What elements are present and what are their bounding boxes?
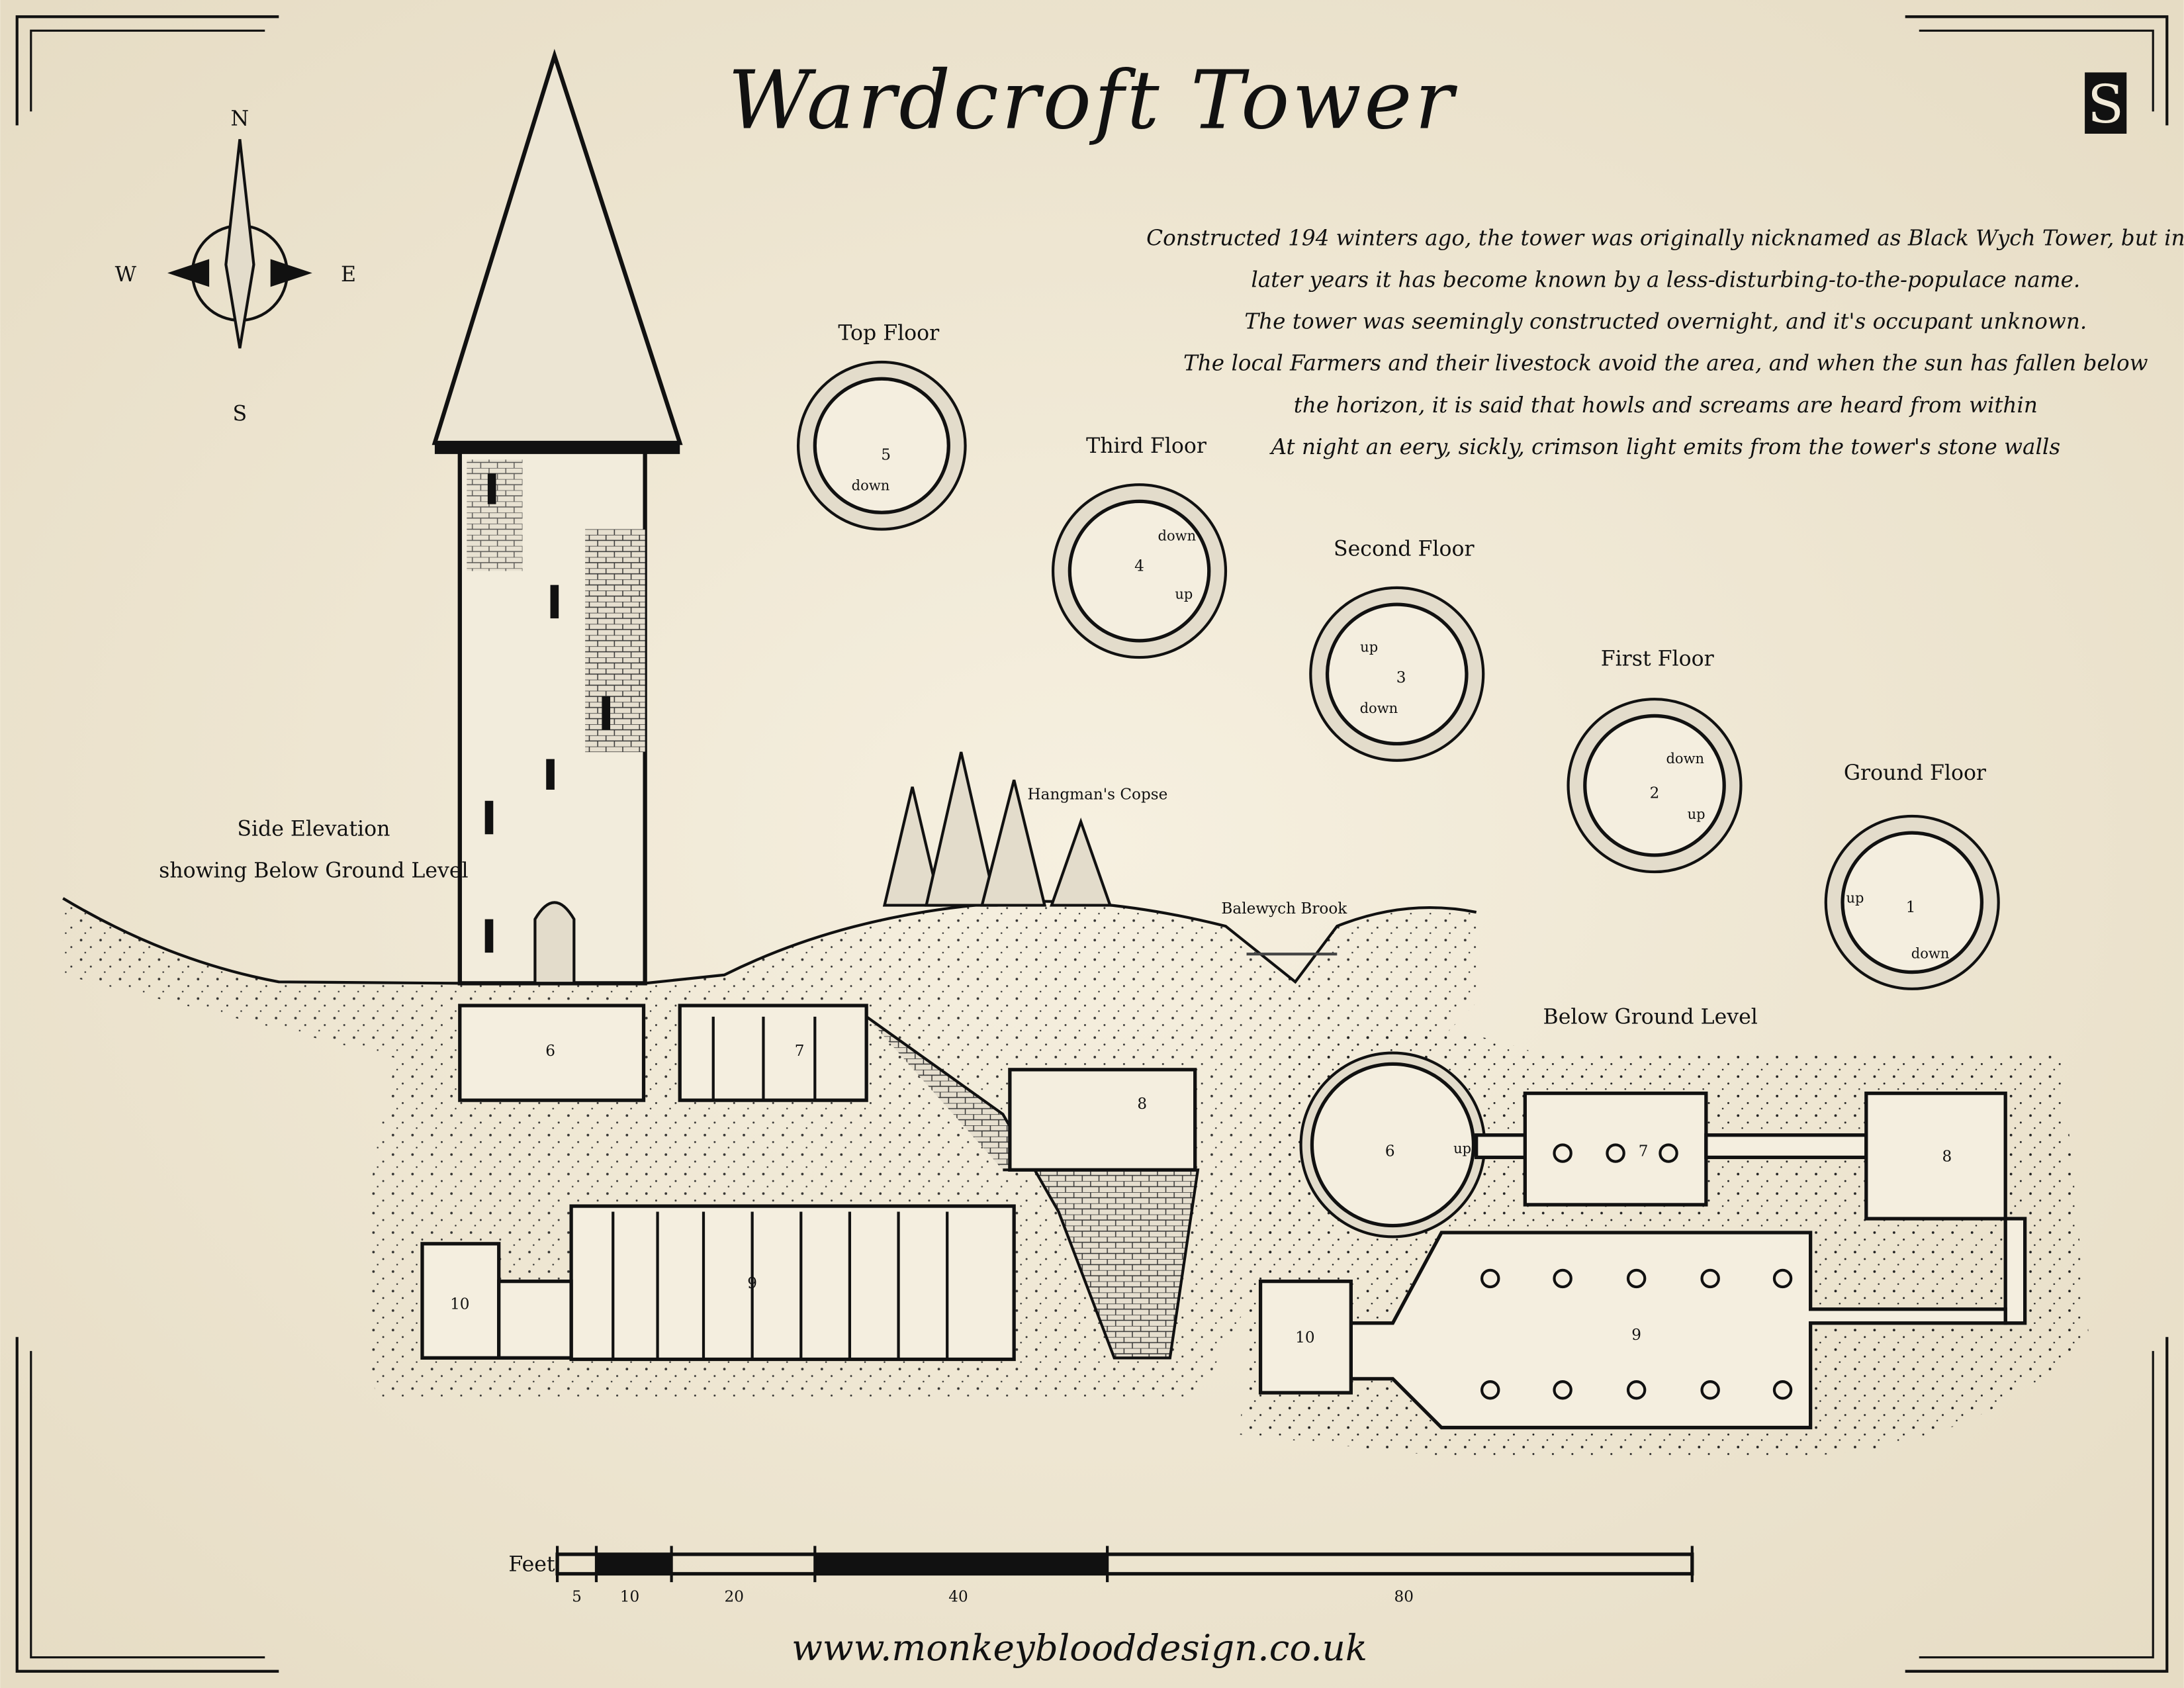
svg-text:4: 4 [1134,558,1144,575]
svg-text:5: 5 [572,1589,582,1606]
svg-text:80: 80 [1394,1589,1414,1606]
scale-bar: Feet 5 10 20 40 80 [508,1546,1694,1606]
svg-text:20: 20 [725,1589,744,1606]
floor-plan-first: First Floor 2 down up [1567,647,1743,874]
svg-text:10: 10 [1295,1329,1314,1346]
svg-text:First Floor: First Floor [1601,647,1715,671]
copse-label: Hangman's Copse [1028,786,1168,804]
svg-text:the horizon, it is said that h: the horizon, it is said that howls and s… [1294,393,2038,418]
map-title: Wardcroft Tower [728,54,1458,148]
side-elevation-label: Side Elevation [237,817,390,841]
svg-text:40: 40 [948,1589,968,1606]
compass-north: N [231,107,250,130]
svg-text:up: up [1360,639,1378,655]
svg-text:down: down [852,477,890,494]
floor-plan-third: Third Floor 4 down up [1051,434,1228,659]
tower-door [533,901,576,985]
floor-plan-ground: Ground Floor 1 up down [1824,761,2000,990]
svg-text:down: down [1158,527,1197,543]
svg-text:Second Floor: Second Floor [1334,537,1475,561]
corner-border-decoration [15,15,2169,1673]
svg-text:8: 8 [1942,1149,1952,1166]
compass-rose: N S E W [115,107,356,426]
svg-text:2: 2 [1650,785,1660,802]
svg-text:6: 6 [545,1043,555,1060]
svg-text:S: S [2087,73,2124,135]
svg-text:Third Floor: Third Floor [1086,434,1207,458]
compass-south: S [233,402,248,426]
svg-text:up: up [1453,1140,1471,1156]
svg-text:Ground Floor: Ground Floor [1844,761,1987,785]
svg-text:Top Floor: Top Floor [838,321,940,345]
svg-text:down: down [1360,700,1398,716]
svg-text:up: up [1688,806,1706,822]
svg-text:9: 9 [1631,1327,1641,1344]
compass-west: W [115,263,137,287]
svg-text:later years it has become know: later years it has become known by a les… [1251,267,2080,292]
brook-label: Balewych Brook [1221,900,1347,917]
svg-text:down: down [1666,750,1704,767]
svg-text:7: 7 [795,1043,805,1060]
svg-text:The local Farmers and their li: The local Farmers and their livestock av… [1183,351,2148,376]
tower-description: Constructed 194 winters ago, the tower w… [1146,225,2184,459]
svg-text:The tower was seemingly constr: The tower was seemingly constructed over… [1244,309,2087,334]
svg-text:9: 9 [747,1275,757,1292]
tower-elevation [432,48,683,986]
svg-text:up: up [1846,889,1864,906]
below-ground-plan: Below Ground Level 6 7 8 9 10 up [1240,1005,2089,1456]
floor-plan-second: Second Floor 3 up down [1309,537,1485,762]
svg-text:10: 10 [450,1296,469,1313]
svg-text:5: 5 [881,446,891,463]
website-link[interactable]: www.monkeyblooddesign.co.uk [792,1626,1367,1669]
floor-plan-top: Top Floor 5 down [796,321,967,531]
svg-text:6: 6 [1385,1143,1395,1160]
scale-unit: Feet [508,1552,555,1576]
svg-text:8: 8 [1137,1096,1147,1113]
trees-hangmans-copse [882,751,1113,907]
side-elevation-rooms: 6 7 8 9 10 [420,1004,1200,1362]
svg-text:10: 10 [620,1589,639,1606]
svg-text:down: down [1911,945,1950,962]
compass-east: E [341,263,356,287]
side-elevation-sublabel: showing Below Ground Level [159,859,468,882]
svg-text:At night an eery, sickly, crim: At night an eery, sickly, crimson light … [1269,434,2061,459]
svg-text:Below Ground Level: Below Ground Level [1543,1005,1758,1029]
svg-text:Constructed 194 winters ago, t: Constructed 194 winters ago, the tower w… [1146,225,2184,250]
svg-text:1: 1 [1906,899,1916,916]
svg-text:up: up [1175,586,1193,602]
logo: S [2085,72,2127,135]
svg-text:3: 3 [1396,669,1406,686]
svg-text:7: 7 [1639,1143,1649,1160]
